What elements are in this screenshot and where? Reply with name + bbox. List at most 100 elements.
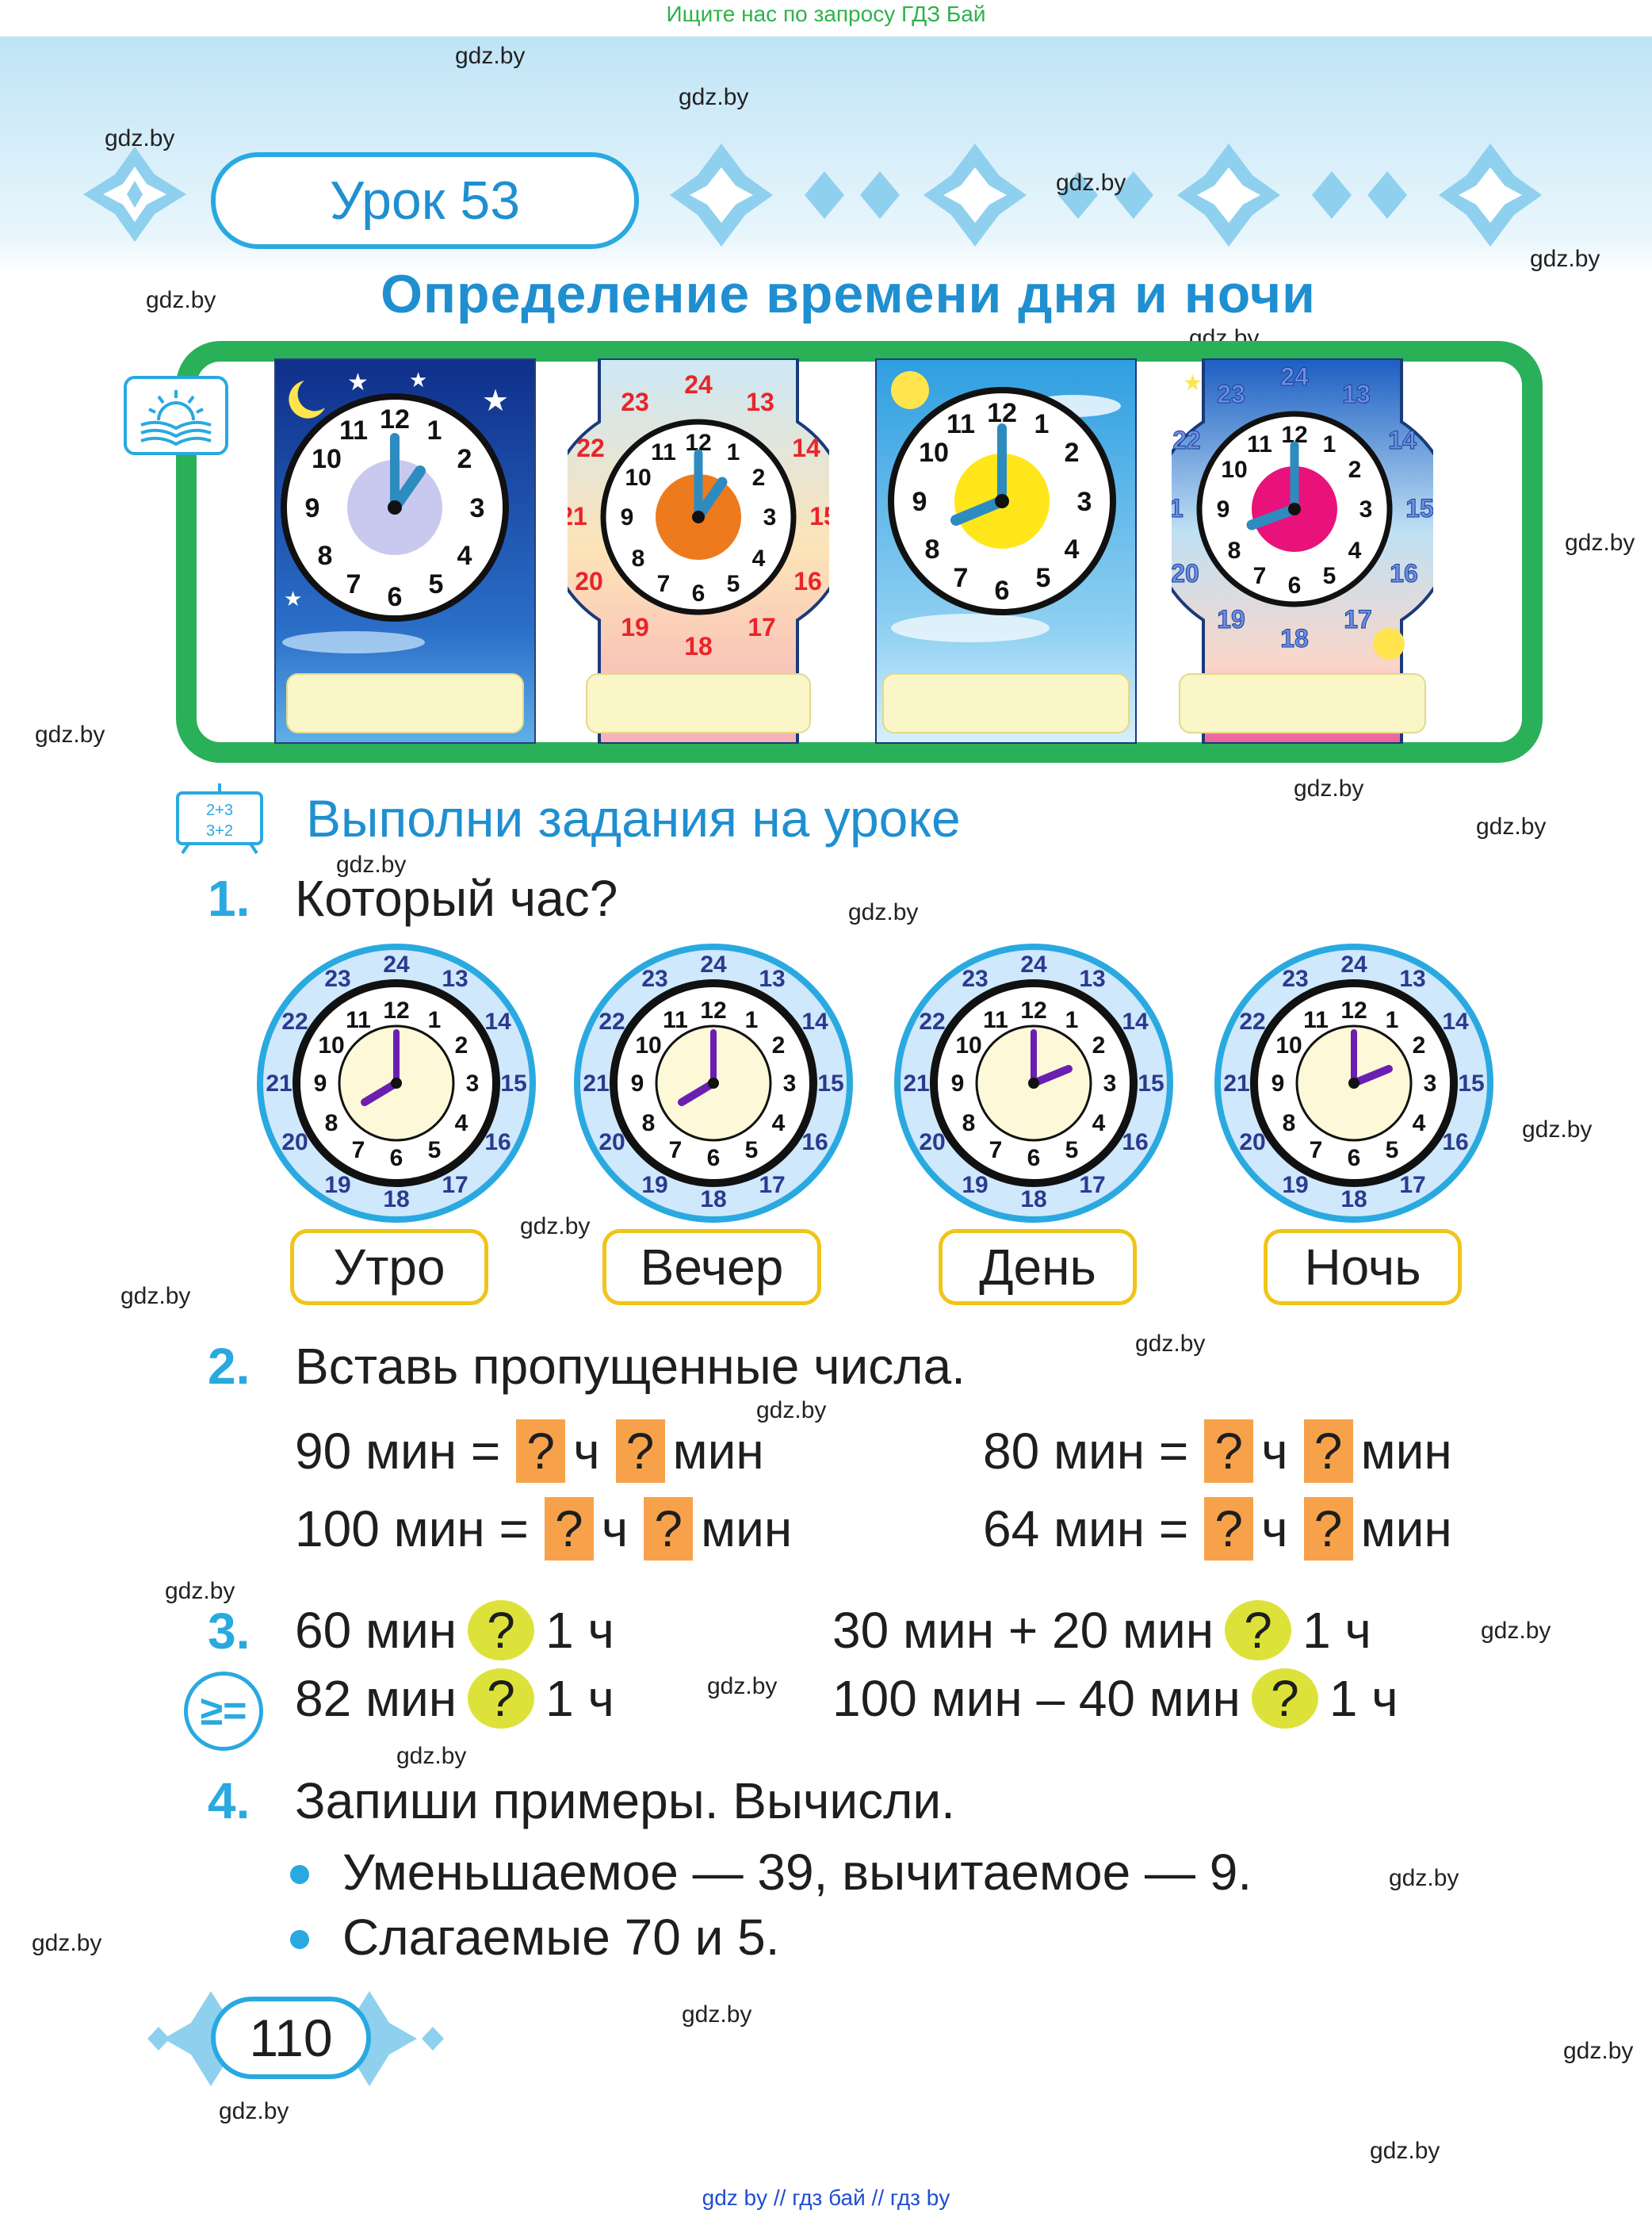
lesson-number: Урок 53	[211, 152, 639, 249]
answer-box[interactable]: ?	[516, 1419, 566, 1483]
svg-text:24: 24	[383, 952, 410, 978]
svg-text:19: 19	[641, 1172, 667, 1198]
svg-text:18: 18	[1340, 1186, 1367, 1212]
svg-text:11: 11	[1303, 1007, 1329, 1033]
svg-text:2: 2	[1413, 1032, 1426, 1059]
compare-sign-slot[interactable]: ?	[1251, 1668, 1318, 1729]
svg-text:20: 20	[919, 1129, 945, 1155]
svg-text:13: 13	[759, 966, 785, 992]
svg-text:16: 16	[801, 1129, 828, 1155]
svg-text:7: 7	[352, 1137, 365, 1163]
svg-text:6: 6	[692, 580, 706, 607]
svg-text:9: 9	[1217, 496, 1230, 523]
svg-text:12: 12	[380, 404, 410, 435]
svg-text:7: 7	[989, 1137, 1003, 1163]
svg-text:8: 8	[962, 1110, 976, 1136]
svg-text:21: 21	[1223, 1070, 1249, 1097]
svg-text:3: 3	[1359, 496, 1373, 523]
answer-box[interactable]: ?	[544, 1497, 594, 1561]
svg-text:15: 15	[1405, 494, 1433, 523]
svg-text:8: 8	[318, 541, 333, 571]
svg-text:17: 17	[1344, 605, 1372, 634]
svg-text:9: 9	[951, 1070, 965, 1097]
svg-text:10: 10	[919, 438, 949, 468]
svg-text:9: 9	[305, 493, 320, 523]
list-item: Уменьшаемое — 39, вычитаемое — 9.	[342, 1844, 1252, 1901]
watermark: gdz.by	[1056, 170, 1126, 196]
watermark: gdz.by	[455, 43, 526, 69]
svg-text:19: 19	[1217, 605, 1245, 634]
svg-text:5: 5	[1323, 563, 1337, 589]
svg-text:6: 6	[390, 1145, 403, 1171]
svg-text:2: 2	[1092, 1032, 1106, 1059]
svg-text:3: 3	[1077, 487, 1092, 517]
svg-text:18: 18	[1020, 1186, 1046, 1212]
answer-box[interactable]: ?	[644, 1497, 694, 1561]
time-of-day-label[interactable]: Утро	[290, 1229, 488, 1305]
svg-text:17: 17	[1399, 1172, 1425, 1198]
svg-text:4: 4	[752, 546, 766, 572]
svg-text:22: 22	[281, 1009, 308, 1035]
time-of-day-label[interactable]: День	[939, 1229, 1137, 1305]
svg-text:7: 7	[954, 563, 969, 593]
svg-text:★: ★	[347, 370, 369, 396]
svg-text:7: 7	[1253, 563, 1267, 589]
svg-text:23: 23	[324, 966, 350, 992]
svg-text:★: ★	[284, 587, 302, 611]
list-item: Слагаемые 70 и 5.	[342, 1909, 780, 1966]
compare-sign-slot[interactable]: ?	[468, 1600, 535, 1660]
watermark: gdz.by	[1135, 1331, 1206, 1357]
svg-text:15: 15	[1138, 1070, 1164, 1097]
svg-text:4: 4	[1092, 1110, 1106, 1136]
time-of-day-label[interactable]: Вечер	[602, 1229, 821, 1305]
page-number: 110	[211, 1997, 371, 2079]
equation-row: 64 мин = ? ч ? мин	[983, 1497, 1452, 1561]
svg-text:17: 17	[759, 1172, 785, 1198]
svg-text:22: 22	[1239, 1009, 1265, 1035]
answer-box[interactable]: ?	[1204, 1419, 1254, 1483]
equation-row: 100 мин = ? ч ? мин	[295, 1497, 792, 1561]
svg-text:9: 9	[631, 1070, 644, 1097]
svg-text:16: 16	[1442, 1129, 1468, 1155]
svg-text:5: 5	[428, 1137, 442, 1163]
svg-text:24: 24	[700, 952, 727, 978]
svg-text:13: 13	[1079, 966, 1105, 992]
svg-text:8: 8	[325, 1110, 338, 1136]
watermark: gdz.by	[1476, 814, 1547, 840]
svg-text:6: 6	[1027, 1145, 1041, 1171]
answer-box[interactable]: ?	[1303, 1419, 1353, 1483]
svg-text:★: ★	[1183, 370, 1203, 395]
watermark: gdz.by	[1565, 530, 1635, 556]
svg-text:1: 1	[745, 1007, 759, 1033]
answer-box[interactable]: ?	[615, 1419, 665, 1483]
compare-sign-slot[interactable]: ?	[1225, 1600, 1292, 1660]
svg-text:18: 18	[383, 1186, 409, 1212]
time-of-day-label[interactable]: Ночь	[1264, 1229, 1462, 1305]
svg-text:7: 7	[346, 569, 361, 599]
svg-text:15: 15	[809, 502, 829, 530]
svg-text:20: 20	[575, 567, 603, 596]
task-number: 4.	[208, 1772, 250, 1829]
svg-text:19: 19	[621, 613, 649, 641]
footer-links[interactable]: gdz by // гдз бай // гдз by	[702, 2185, 950, 2210]
svg-text:9: 9	[621, 504, 634, 530]
compare-sign-slot[interactable]: ?	[468, 1668, 535, 1729]
svg-text:5: 5	[1386, 1137, 1399, 1163]
task-text: Который час?	[295, 870, 618, 927]
svg-text:6: 6	[1288, 573, 1302, 599]
bullet	[290, 1865, 309, 1884]
equation-row: 80 мин = ? ч ? мин	[983, 1419, 1452, 1483]
equation-row: 90 мин = ? ч ? мин	[295, 1419, 764, 1483]
watermark: gdz.by	[120, 1283, 191, 1309]
svg-text:10: 10	[625, 465, 651, 491]
answer-box[interactable]: ?	[1303, 1497, 1353, 1561]
answer-box[interactable]: ?	[1204, 1497, 1254, 1561]
task-number: 2.	[208, 1338, 250, 1395]
svg-text:11: 11	[346, 1007, 371, 1033]
svg-text:2: 2	[772, 1032, 786, 1059]
compare-row: 60 мин ? 1 ч	[295, 1600, 614, 1660]
